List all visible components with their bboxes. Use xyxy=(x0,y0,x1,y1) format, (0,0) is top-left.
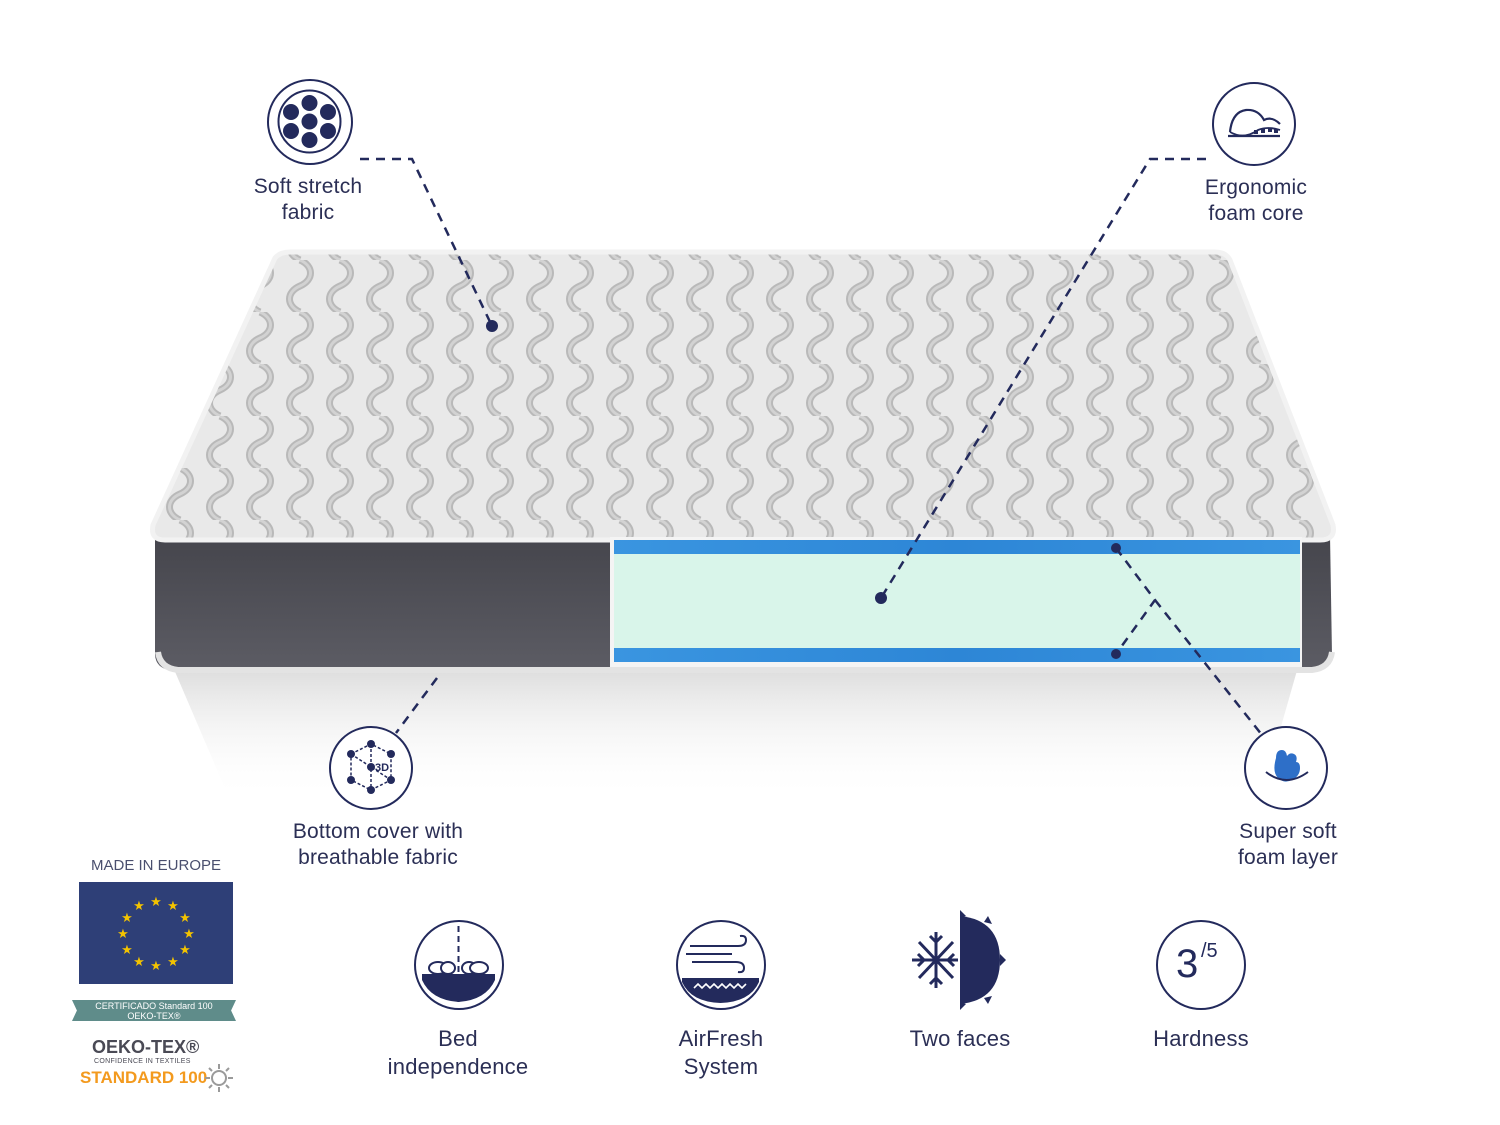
svg-text:★: ★ xyxy=(167,955,179,970)
bed-independence-icon xyxy=(414,920,504,1010)
soft-stretch-label: Soft stretch fabric xyxy=(218,174,398,226)
hand-press-icon xyxy=(1244,726,1328,810)
3d-icon-text: 3D xyxy=(375,762,389,774)
two-faces-label: Two faces xyxy=(870,1025,1050,1053)
bed-independence-line2: independence xyxy=(387,1054,529,1079)
super-soft-line1: Super soft xyxy=(1239,820,1337,843)
fabric-dots-icon xyxy=(267,79,353,165)
svg-text:★: ★ xyxy=(150,895,162,910)
two-faces-line1: Two faces xyxy=(909,1026,1011,1051)
svg-text:★: ★ xyxy=(179,943,191,958)
ergonomic-line1: Ergonomic xyxy=(1204,176,1308,199)
hardness-scale: /5 xyxy=(1201,940,1218,962)
oeko-tex-sub: CONFIDENCE IN TEXTILES xyxy=(94,1058,191,1065)
bed-independence-line1: Bed xyxy=(438,1026,478,1051)
airfresh-line2: System xyxy=(683,1054,759,1079)
two-faces-icon xyxy=(912,910,1006,1010)
hardness-icon: 3 /5 xyxy=(1156,920,1246,1010)
cert-line1: CERTIFICADO Standard 100 xyxy=(95,1001,213,1011)
bottom-cover-line2: breathable fabric xyxy=(298,846,458,869)
body-contour-icon xyxy=(1212,82,1296,166)
eu-flag: ★★★ ★★★ ★★★ ★★★ xyxy=(79,882,233,984)
svg-text:★: ★ xyxy=(167,899,179,914)
svg-text:★: ★ xyxy=(133,899,145,914)
3d-mesh-icon: 3D xyxy=(329,726,413,810)
soft-stretch-line1: Soft stretch xyxy=(253,175,363,198)
bed-independence-label: Bed independence xyxy=(368,1025,548,1081)
hardness-value: 3 xyxy=(1176,942,1199,986)
made-in-europe-label: MADE IN EUROPE xyxy=(90,857,222,874)
hardness-line1: Hardness xyxy=(1153,1026,1249,1051)
oeko-cert-band: CERTIFICADO Standard 100 OEKO-TEX® xyxy=(72,1000,236,1021)
svg-text:★: ★ xyxy=(150,959,162,974)
airfresh-icon xyxy=(676,920,766,1010)
svg-text:★: ★ xyxy=(183,927,195,942)
hardness-label: Hardness xyxy=(1111,1025,1291,1053)
bottom-cover-line1: Bottom cover with xyxy=(292,820,464,843)
oeko-sun-icon xyxy=(205,1064,233,1092)
ergonomic-line2: foam core xyxy=(1208,202,1304,225)
svg-text:★: ★ xyxy=(179,911,191,926)
svg-text:★: ★ xyxy=(121,911,133,926)
airfresh-label: AirFresh System xyxy=(631,1025,811,1081)
svg-text:★: ★ xyxy=(121,943,133,958)
svg-text:★: ★ xyxy=(117,927,129,942)
svg-text:★: ★ xyxy=(133,955,145,970)
ergonomic-label: Ergonomic foam core xyxy=(1166,175,1346,227)
bottom-cover-label: Bottom cover with breathable fabric xyxy=(268,819,488,871)
oeko-tex-standard: STANDARD 100 xyxy=(80,1068,208,1087)
cert-line2: OEKO-TEX® xyxy=(127,1011,181,1021)
soft-stretch-line2: fabric xyxy=(281,201,335,224)
super-soft-label: Super soft foam layer xyxy=(1198,819,1378,871)
airfresh-line1: AirFresh xyxy=(678,1026,764,1051)
oeko-tex-title: OEKO-TEX® xyxy=(92,1037,200,1057)
super-soft-line2: foam layer xyxy=(1237,846,1339,869)
